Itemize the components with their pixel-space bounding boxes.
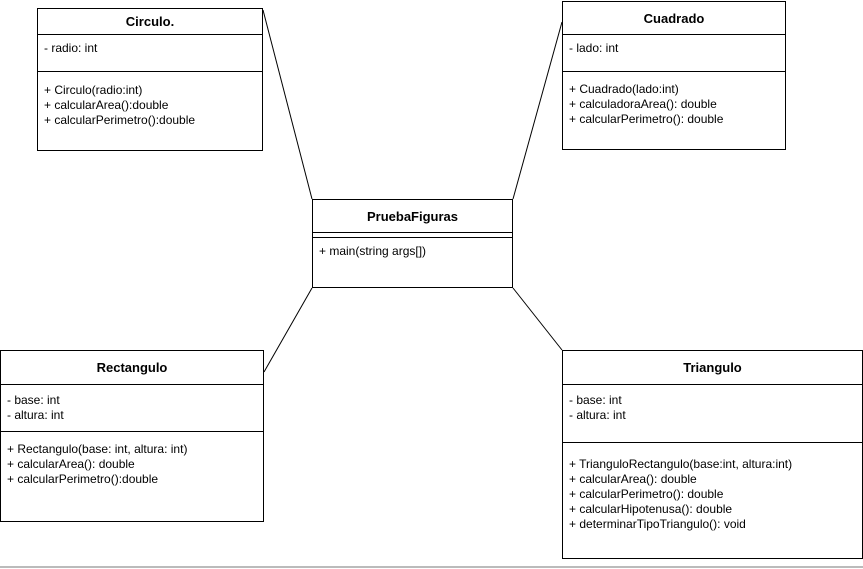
association-line-triangulo [512,287,563,351]
operation-row: + calcularArea(): double [569,472,697,486]
class-name: Triangulo [563,351,862,385]
operation-section: + Cuadrado(lado:int) + calculadoraArea()… [563,72,785,131]
attribute-section: - lado: int [563,35,785,72]
class-box-pruebafiguras[interactable]: PruebaFiguras + main(string args[]) [312,199,513,288]
operation-row: + main(string args[]) [319,244,427,258]
operation-row: + calculadoraArea(): double [569,97,717,111]
operation-row: + TrianguloRectangulo(base:int, altura:i… [569,457,793,471]
class-name: PruebaFiguras [366,208,459,224]
operation-section: + TrianguloRectangulo(base:int, altura:i… [563,443,862,536]
operation-row: + calcularPerimetro(): double [569,112,724,126]
empty-attribute-section [313,232,512,238]
attribute-row: - altura: int [7,408,64,422]
association-line-circulo [262,9,313,200]
attribute-row: - radio: int [44,41,98,55]
class-name: Rectangulo [1,351,263,385]
attribute-row: - altura: int [569,408,626,422]
attribute-row: - base: int [7,393,60,407]
operation-row: + calcularPerimetro():double [44,113,196,127]
class-box-rectangulo[interactable]: Rectangulo - base: int - altura: int + R… [0,350,264,522]
attribute-row: - base: int [569,393,622,407]
class-box-cuadrado[interactable]: Cuadrado - lado: int + Cuadrado(lado:int… [562,1,786,150]
operation-section: + Circulo(radio:int) + calcularArea():do… [38,72,262,132]
operation-row: + calcularArea():double [44,98,169,112]
attribute-row: - lado: int [569,41,619,55]
class-name: Circulo. [38,9,262,35]
canvas-bottom-border [0,566,863,568]
association-line-rectangulo [263,287,313,373]
operation-row: + calcularPerimetro():double [7,472,159,486]
class-name: Cuadrado [563,2,785,35]
class-box-triangulo[interactable]: Triangulo - base: int - altura: int + Tr… [562,350,863,559]
operation-row: + Circulo(radio:int) [44,83,143,97]
operation-section: + Rectangulo(base: int, altura: int) + c… [1,432,263,491]
operation-row: + calcularPerimetro(): double [569,487,724,501]
operation-row: + determinarTipoTriangulo(): void [569,517,746,531]
operation-row: + calcularArea(): double [7,457,135,471]
attribute-section: - radio: int [38,35,262,72]
operation-section: + main(string args[]) [313,238,512,263]
association-line-cuadrado [512,21,563,200]
operation-row: + calcularHipotenusa(): double [569,502,733,516]
operation-row: + Rectangulo(base: int, altura: int) [7,442,188,456]
attribute-section: - base: int - altura: int [563,385,862,443]
class-box-circulo[interactable]: Circulo. - radio: int + Circulo(radio:in… [37,8,263,151]
operation-row: + Cuadrado(lado:int) [569,82,679,96]
attribute-section: - base: int - altura: int [1,385,263,432]
